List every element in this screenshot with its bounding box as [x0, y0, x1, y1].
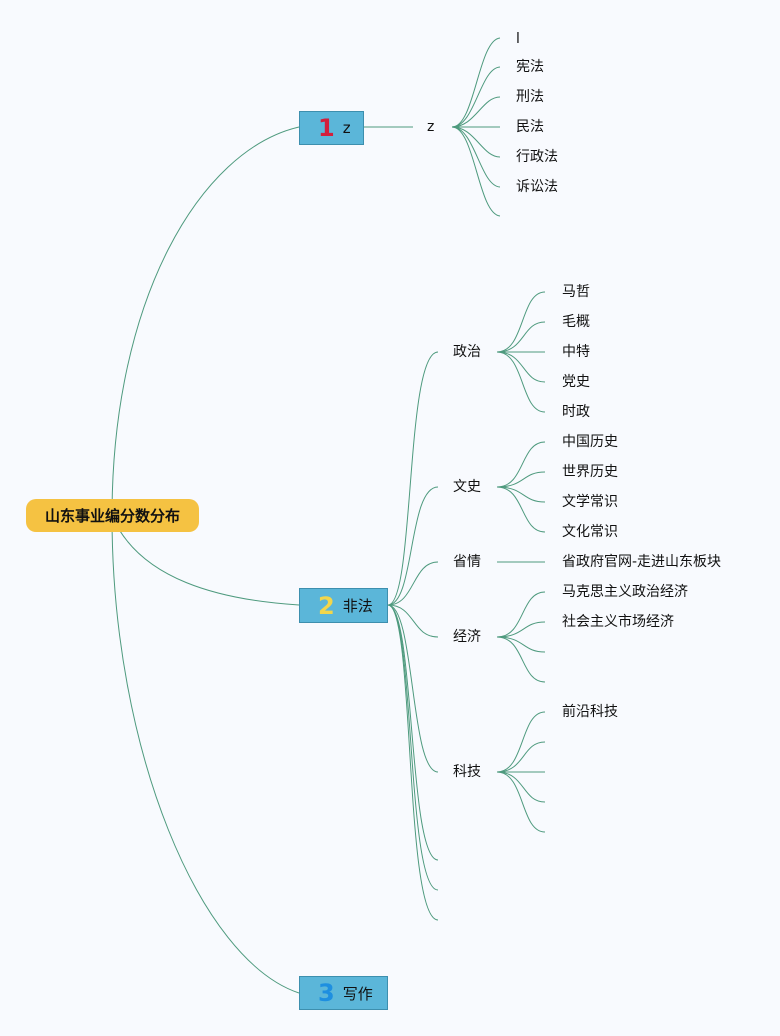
politics-item[interactable]: 党史 — [562, 374, 590, 390]
law-subtopic[interactable]: z — [427, 119, 435, 135]
wenshi-item[interactable]: 文化常识 — [562, 524, 618, 540]
connector-law-4 — [451, 126, 501, 158]
category-wenshi[interactable]: 文史 — [453, 479, 481, 495]
connector-b2-shengqing — [387, 561, 439, 606]
branch-3-node[interactable]: 3 写作 — [299, 976, 388, 1010]
connector-b2-wenshi — [387, 486, 439, 606]
connector-b2-empty1 — [387, 604, 439, 861]
connector-law-1 — [451, 66, 501, 128]
root-label: 山东事业编分数分布 — [44, 507, 180, 525]
connector-root-branch3 — [111, 515, 300, 994]
connector-b2-empty3 — [387, 604, 439, 921]
connector-root-branch1 — [111, 126, 300, 517]
law-item[interactable]: 行政法 — [516, 149, 558, 165]
connector-te-0 — [496, 711, 546, 773]
connector-root-branch2 — [111, 515, 300, 606]
connector-law-5 — [451, 126, 501, 188]
connector-pol-4 — [496, 351, 546, 413]
law-item[interactable]: 刑法 — [516, 89, 544, 105]
politics-item[interactable]: 时政 — [562, 404, 590, 420]
economy-item[interactable]: 社会主义市场经济 — [562, 614, 674, 630]
root-node[interactable]: 山东事业编分数分布 — [26, 499, 199, 532]
connector-law-0 — [451, 37, 501, 128]
law-item[interactable]: l — [516, 31, 520, 47]
law-item[interactable]: 宪法 — [516, 59, 544, 75]
connector-ec-1 — [496, 621, 546, 638]
branch-2-node[interactable]: 2 非法 — [299, 588, 388, 623]
connector-te-1 — [496, 741, 546, 773]
category-economy[interactable]: 经济 — [453, 629, 481, 645]
connector-ws-2 — [496, 486, 546, 503]
category-politics[interactable]: 政治 — [453, 344, 481, 360]
branch-1-node[interactable]: 1 z — [299, 111, 364, 145]
category-shengqing[interactable]: 省情 — [453, 554, 481, 570]
connector-te-3 — [496, 771, 546, 803]
connector-ec-0 — [496, 591, 546, 638]
branch-3-number: 3 — [318, 979, 335, 1007]
politics-item[interactable]: 毛概 — [562, 314, 590, 330]
connector-b2-economy — [387, 604, 439, 638]
wenshi-item[interactable]: 中国历史 — [562, 434, 618, 450]
connector-pol-3 — [496, 351, 546, 383]
connector-te-4 — [496, 771, 546, 833]
connector-b2-tech — [387, 604, 439, 773]
economy-item[interactable]: 马克思主义政治经济 — [562, 584, 688, 600]
tech-item[interactable]: 前沿科技 — [562, 704, 618, 720]
connector-ec-3 — [496, 636, 546, 683]
connector-pol-1 — [496, 321, 546, 353]
connector-ws-1 — [496, 471, 546, 488]
branch-1-label: z — [342, 119, 351, 137]
wenshi-item[interactable]: 世界历史 — [562, 464, 618, 480]
connector-b2-politics — [387, 351, 439, 606]
shengqing-item[interactable]: 省政府官网-走进山东板块 — [562, 554, 722, 570]
connector-ws-0 — [496, 441, 546, 488]
connector-law-6 — [451, 126, 501, 217]
connector-ws-3 — [496, 486, 546, 533]
branch-3-label: 写作 — [342, 984, 373, 1003]
politics-item[interactable]: 中特 — [562, 344, 590, 360]
politics-item[interactable]: 马哲 — [562, 284, 590, 300]
connector-law-2 — [451, 96, 501, 128]
category-tech[interactable]: 科技 — [453, 764, 481, 780]
connector-ec-2 — [496, 636, 546, 653]
law-item[interactable]: 诉讼法 — [516, 179, 558, 195]
branch-1-number: 1 — [318, 114, 335, 142]
branch-2-label: 非法 — [342, 597, 373, 615]
branch-2-number: 2 — [318, 591, 335, 620]
law-item[interactable]: 民法 — [516, 119, 544, 135]
wenshi-item[interactable]: 文学常识 — [562, 494, 618, 510]
connector-pol-0 — [496, 291, 546, 353]
